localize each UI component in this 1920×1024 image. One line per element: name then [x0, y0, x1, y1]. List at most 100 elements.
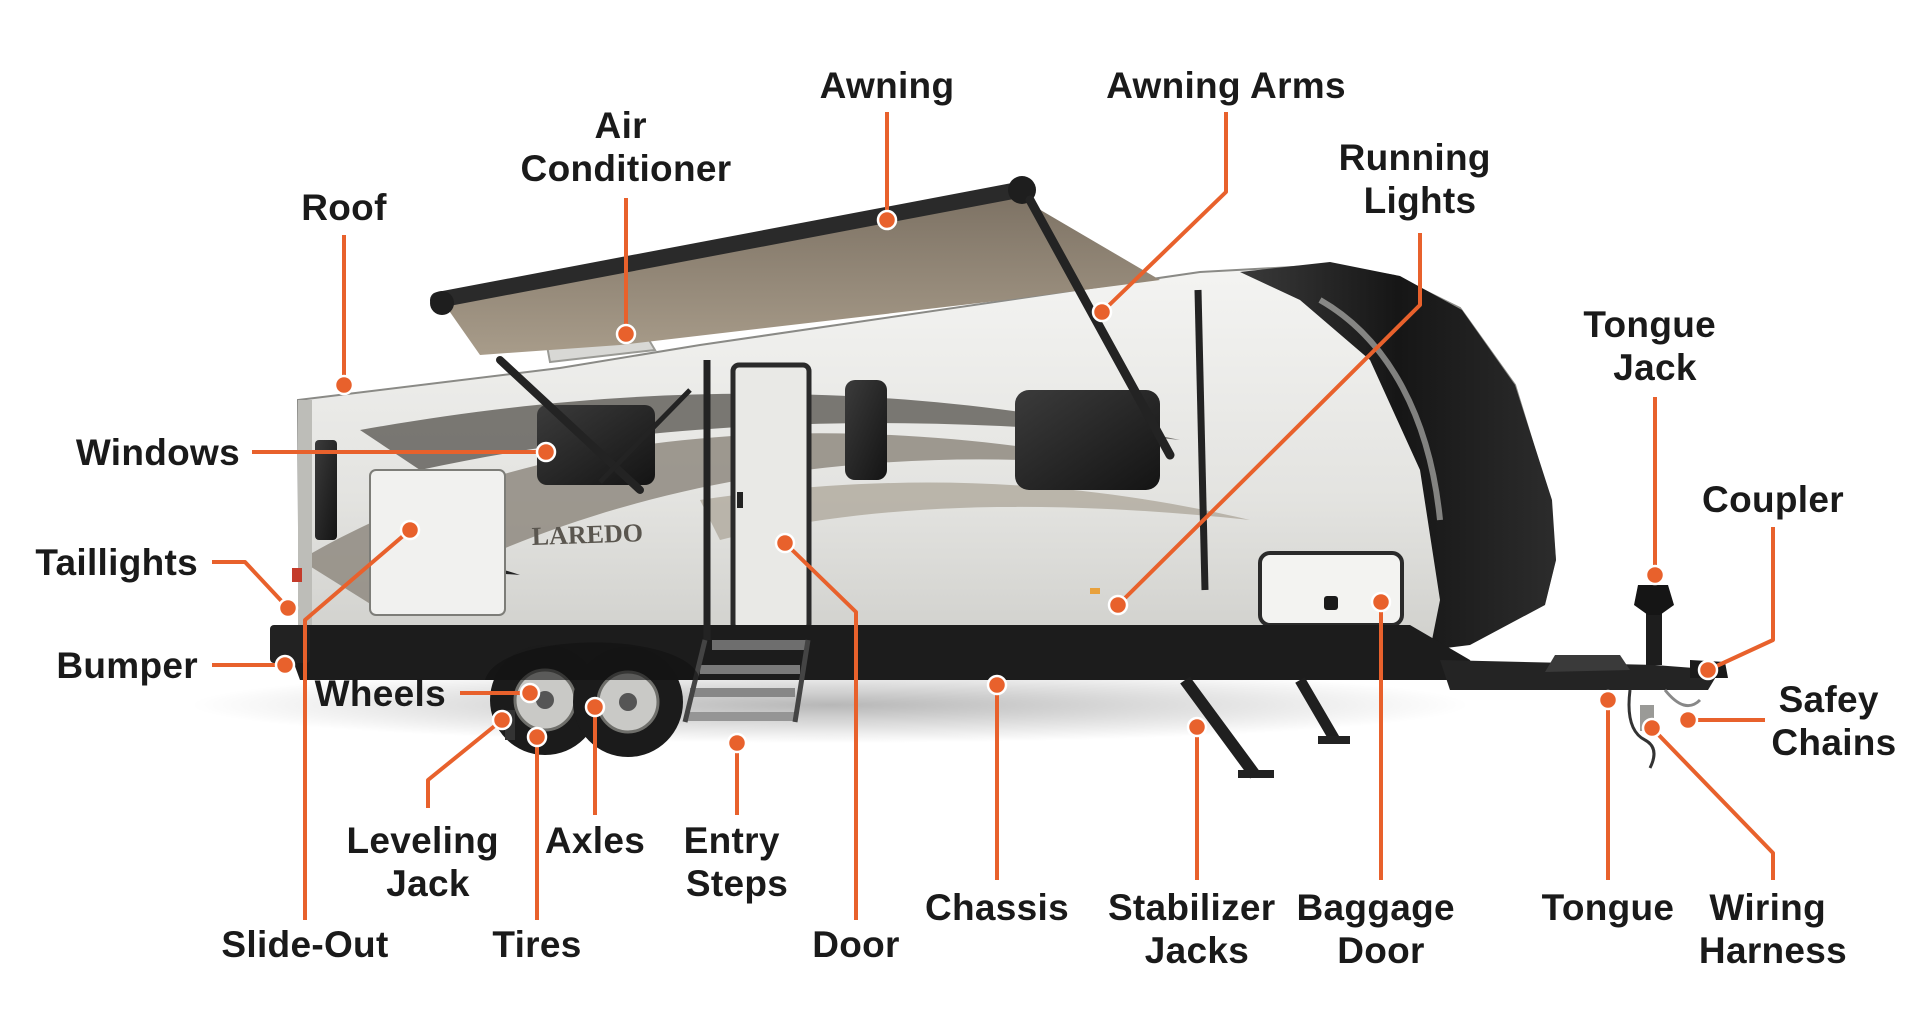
label-line: Tongue	[1542, 887, 1675, 928]
dot-roof	[333, 374, 355, 396]
entry-door	[730, 362, 812, 633]
label-line: Wheels	[315, 673, 446, 714]
label-line: Door	[812, 924, 900, 965]
label-coupler: Coupler	[1702, 479, 1844, 520]
label-awning-arms: Awning Arms	[1106, 65, 1346, 106]
label-line: Tongue	[1583, 304, 1716, 345]
decal-swoosh	[300, 433, 1160, 610]
label-axles: Axles	[545, 820, 645, 861]
label-line: Jacks	[1145, 930, 1249, 971]
dot-slide-out	[399, 519, 421, 541]
dot-taillights	[277, 597, 299, 619]
dot-entry-steps	[726, 732, 748, 754]
label-line: Slide-Out	[221, 924, 388, 965]
side-window	[845, 380, 887, 480]
dot-baggage-door	[1370, 591, 1392, 613]
label-line: Awning Arms	[1106, 65, 1346, 106]
awning-tube	[430, 182, 1026, 308]
leader-running-lights	[1116, 233, 1422, 607]
dot-door	[774, 532, 796, 554]
label-baggage-door: Baggage Door	[1297, 887, 1466, 971]
dot-coupler	[1697, 659, 1719, 681]
front-cap	[1240, 262, 1556, 650]
label-line: Safey	[1779, 679, 1879, 720]
leader-lines	[212, 112, 1775, 920]
label-leveling-jack: Leveling Jack	[346, 820, 509, 904]
label-tongue: Tongue	[1542, 887, 1675, 928]
leader-awning-arms	[1100, 112, 1228, 314]
leader-leveling-jack	[426, 718, 504, 808]
label-line: Taillights	[35, 542, 198, 583]
label-line: Baggage	[1297, 887, 1455, 928]
trailer-brand: LAREDO	[531, 518, 643, 551]
safety-chain	[1663, 689, 1702, 708]
entry-steps-assembly	[682, 639, 811, 723]
label-roof: Roof	[301, 187, 387, 228]
label-line: Steps	[686, 863, 788, 904]
rear-bumper	[270, 625, 310, 663]
propane-cover	[1545, 655, 1630, 672]
dot-safety-chains	[1677, 709, 1699, 731]
label-line: Chains	[1771, 722, 1896, 763]
part-labels: Roof Air Conditioner Awning Awning Arms …	[35, 65, 1896, 971]
dot-running-lights	[1107, 594, 1129, 616]
chassis-frame	[280, 625, 1480, 680]
label-line: Lights	[1364, 180, 1477, 221]
dot-windows	[535, 441, 557, 463]
label-windows: Windows	[76, 432, 240, 473]
label-line: Jack	[1613, 347, 1697, 388]
label-stabilizer-jacks: Stabilizer Jacks	[1108, 887, 1286, 971]
tongue-frame	[1440, 660, 1720, 690]
dot-bumper	[274, 654, 296, 676]
label-line: Windows	[76, 432, 240, 473]
dot-tires	[526, 726, 548, 748]
rear-wall	[298, 400, 312, 655]
label-line: Running	[1339, 137, 1491, 178]
leader-slide-out	[303, 528, 412, 920]
awning-rail	[1194, 289, 1209, 591]
wiring-cable	[1627, 689, 1656, 769]
slide-out-box	[369, 469, 506, 616]
awning-brace	[598, 388, 692, 484]
label-chassis: Chassis	[925, 887, 1069, 928]
dot-stabilizer-jacks	[1186, 716, 1208, 738]
awning-end-cap	[430, 291, 454, 315]
label-tires: Tires	[492, 924, 581, 965]
dot-tongue	[1597, 689, 1619, 711]
running-light	[1090, 588, 1100, 594]
label-line: Chassis	[925, 887, 1069, 928]
label-line: Coupler	[1702, 479, 1844, 520]
label-line: Stabilizer	[1108, 887, 1276, 928]
label-awning: Awning	[820, 65, 955, 106]
label-line: Harness	[1699, 930, 1847, 971]
tongue-jack-head	[1634, 585, 1674, 615]
label-line: Awning	[820, 65, 955, 106]
taillight	[292, 568, 302, 582]
decal-swoosh	[700, 482, 1250, 540]
front-cap-highlight	[1318, 297, 1443, 521]
leader-coupler	[1707, 527, 1775, 672]
stabilizer-jack	[1295, 677, 1340, 743]
label-line: Wiring	[1709, 887, 1826, 928]
dot-air-conditioner	[615, 323, 637, 345]
stabilizer-foot	[1238, 770, 1274, 778]
stabilizer-foot	[1318, 736, 1350, 744]
callout-dots	[274, 209, 1719, 754]
label-wheels: Wheels	[315, 673, 446, 714]
dot-tongue-jack	[1644, 564, 1666, 586]
label-running-lights: Running Lights	[1339, 137, 1502, 221]
dot-wiring-harness	[1641, 717, 1663, 739]
label-line: Roof	[301, 187, 387, 228]
label-line: Tires	[492, 924, 581, 965]
dot-awning	[876, 209, 898, 231]
label-tongue-jack: Tongue Jack	[1583, 304, 1726, 388]
leader-wiring-harness	[1650, 726, 1775, 880]
trailer-illustration: LAREDO	[190, 176, 1728, 779]
label-wiring-harness: Wiring Harness	[1699, 887, 1847, 971]
label-line: Entry	[684, 820, 780, 861]
dot-awning-arms	[1091, 301, 1113, 323]
label-line: Door	[1337, 930, 1425, 971]
front-window	[1015, 390, 1160, 490]
label-slide-out: Slide-Out	[221, 924, 388, 965]
